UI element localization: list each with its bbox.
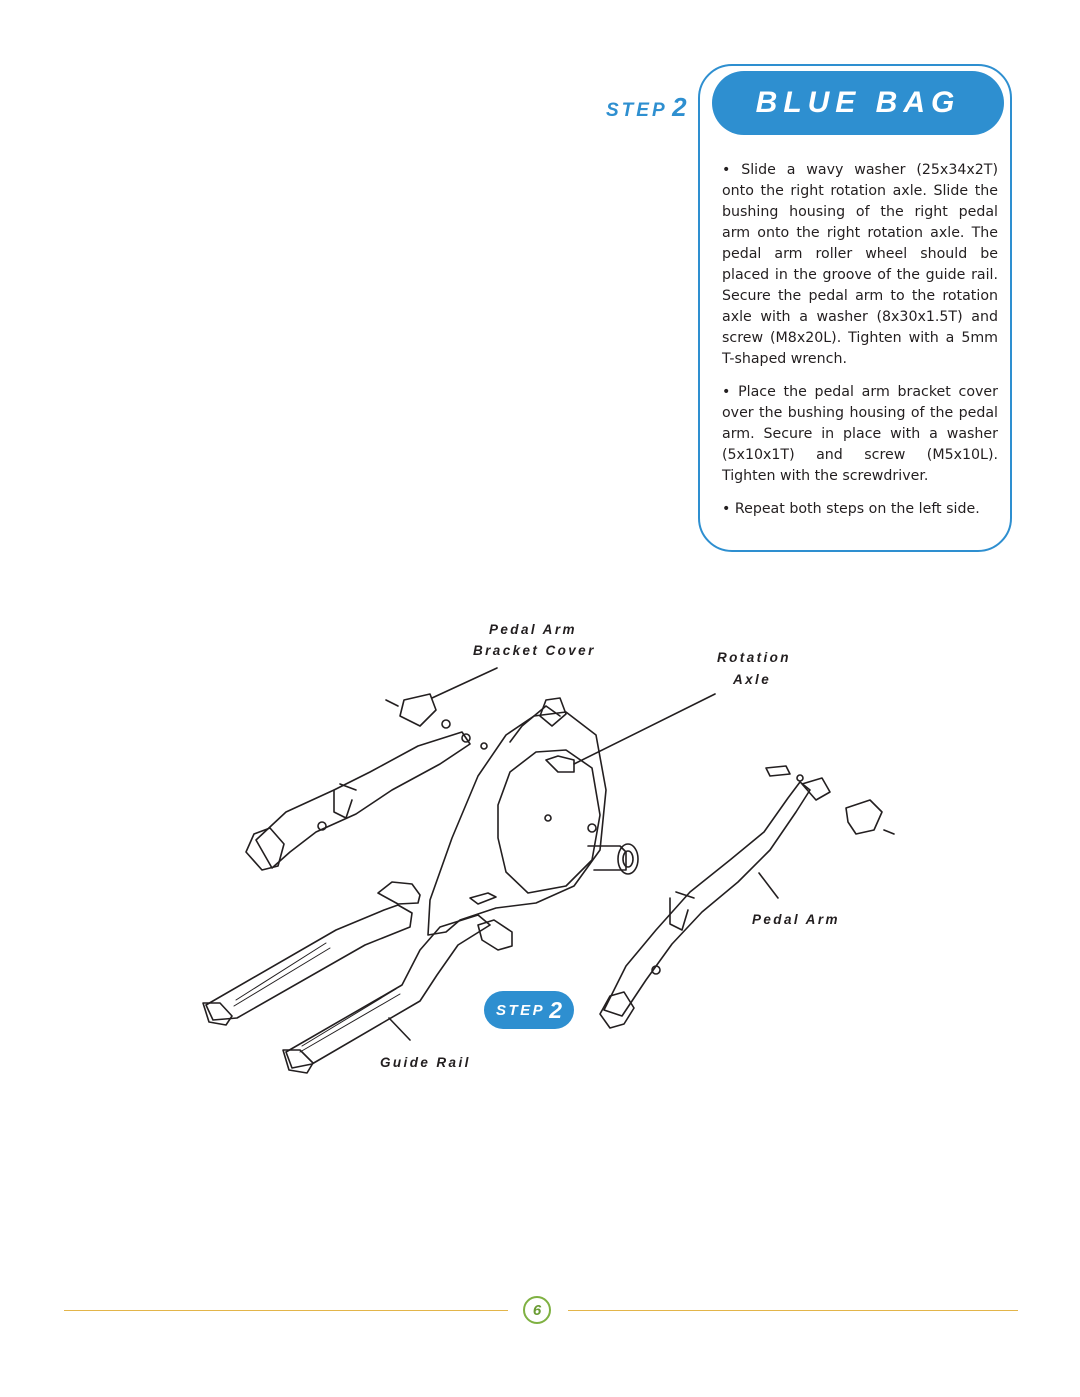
label-bracket-cover: Bracket Cover	[473, 643, 596, 658]
left-pedal-arm-drawing	[245, 693, 488, 871]
label-pedal-arm: Pedal Arm	[752, 912, 840, 927]
right-pedal-arm-drawing	[599, 765, 895, 1029]
label-axle: Axle	[733, 672, 772, 687]
page-number: 6	[523, 1296, 551, 1324]
badge-step-word: STEP	[496, 1001, 546, 1019]
guide-rail-drawing	[202, 881, 513, 1074]
leader-pedal-arm	[758, 872, 779, 899]
label-rotation: Rotation	[717, 650, 791, 665]
instruction-list: • Slide a wavy washer (25x34x2T) onto th…	[722, 160, 998, 532]
leader-bracket-cover	[431, 667, 498, 699]
footer-rule-left	[64, 1310, 508, 1311]
bag-title: BLUE BAG	[755, 86, 961, 119]
label-guide-rail: Guide Rail	[380, 1055, 471, 1070]
step-word: STEP	[606, 100, 668, 121]
footer-rule-right	[568, 1310, 1018, 1311]
instruction-panel	[698, 64, 1012, 552]
instruction-item: • Slide a wavy washer (25x34x2T) onto th…	[722, 162, 998, 367]
frame-drawing	[427, 697, 639, 936]
label-pedal-arm-bracket: Pedal Arm	[489, 622, 577, 637]
instruction-item: • Place the pedal arm bracket cover over…	[722, 384, 998, 484]
leader-guide-rail	[388, 1017, 411, 1041]
badge-step-number: 2	[549, 996, 562, 1023]
leader-rotation-axle	[573, 693, 716, 765]
instruction-item: • Repeat both steps on the left side.	[722, 501, 980, 517]
step-header: STEP 2	[606, 92, 688, 123]
bag-banner: BLUE BAG	[712, 71, 1004, 135]
step-number: 2	[672, 92, 688, 122]
step-badge: STEP 2	[484, 991, 574, 1029]
